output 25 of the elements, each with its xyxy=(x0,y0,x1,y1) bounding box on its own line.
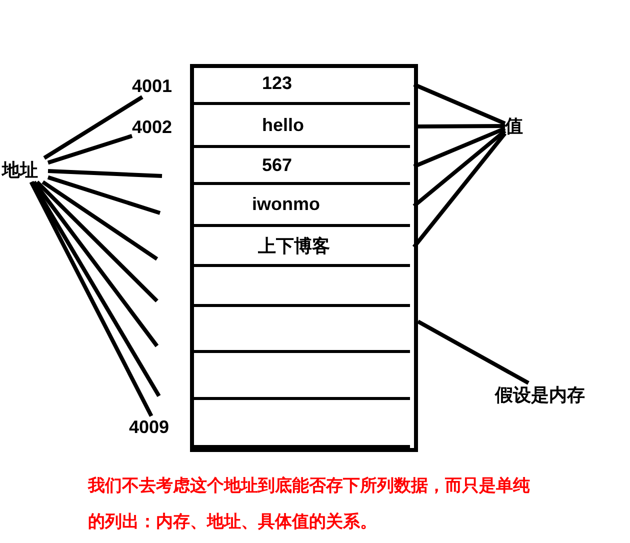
connector-line xyxy=(48,169,162,178)
connector-line xyxy=(412,129,506,208)
caption-note: 我们不去考虑这个地址到底能否存下所列数据，而只是单纯的列出：内存、地址、具体值的关系。 xyxy=(88,475,531,533)
connector-line xyxy=(47,175,161,215)
memory-cell: 567 xyxy=(190,148,410,185)
connector-line xyxy=(412,132,507,248)
label-text: 4009 xyxy=(129,416,185,438)
memory-cell: 123 xyxy=(190,64,410,105)
memory-cell: hello xyxy=(190,105,410,148)
connector-line xyxy=(42,180,158,261)
connector-line xyxy=(43,95,144,160)
memory-cell: 上下博客 xyxy=(190,227,410,267)
label-text: 值 xyxy=(505,114,531,138)
connector-line xyxy=(36,180,158,302)
connector-line xyxy=(413,126,506,168)
memory-cell: iwonmo xyxy=(190,185,410,227)
label-text: 4001 xyxy=(132,75,188,97)
memory-column xyxy=(190,64,418,452)
connector-line xyxy=(413,82,506,126)
leader-line xyxy=(417,320,530,385)
label-text: 假设是内存 xyxy=(495,383,605,407)
label-text: 4002 xyxy=(132,116,188,138)
connector-line xyxy=(47,134,133,165)
label-text: 地址 xyxy=(2,158,48,182)
connector-line xyxy=(32,180,159,348)
